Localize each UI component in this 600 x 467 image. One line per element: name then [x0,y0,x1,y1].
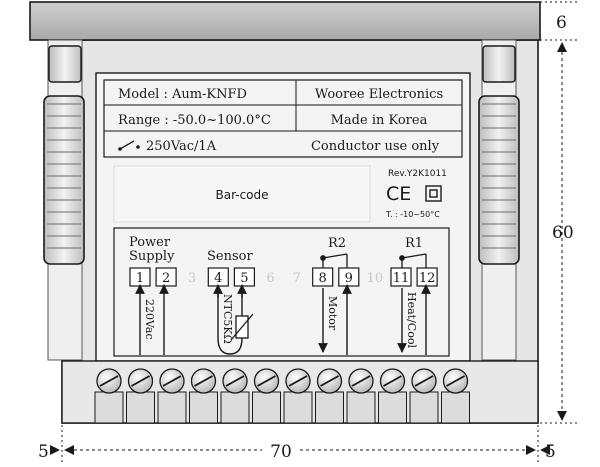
terminal-2: 2 [155,267,177,287]
ce-mark: CE [386,183,411,205]
terminal-screw [252,368,281,424]
maker-text: Wooree Electronics [315,87,443,102]
screw-row [94,368,470,424]
terminal-4: 4 [207,267,229,287]
r1-label: R1 [405,236,423,251]
barcode-area [113,165,371,223]
terminal-6: 6 [266,271,274,286]
revision-text: Rev.Y2K1011 [388,169,447,179]
terminal-11: 11 [390,267,412,287]
r2-relay-contact-icon [320,253,348,270]
terminal-5: 5 [233,267,255,287]
relay-rating-text: 250Vac/1A [146,139,217,154]
terminal-9: 9 [338,267,360,287]
made-in-text: Made in Korea [331,113,428,128]
thermistor-icon [230,313,254,341]
terminal-screw [94,368,124,424]
terminal-screw [441,368,470,424]
motor-wiring [318,284,352,355]
terminal-screw [157,368,187,424]
terminal-screw [126,368,155,424]
terminal-screw [409,368,439,424]
model-text: Model : Aum-KNFD [118,87,247,102]
terminal-8: 8 [312,267,334,287]
sensor-wiring [213,284,247,355]
terminal-10: 10 [367,271,384,286]
terminal-number-8: 8 [319,271,327,286]
terminal-number-3: 3 [188,271,196,286]
conductor-note-text: Conductor use only [311,139,440,154]
terminal-number-11: 11 [393,271,410,286]
terminal-12: 12 [416,267,438,287]
terminal-screw [378,368,407,424]
range-text: Range : -50.0~100.0°C [118,113,271,128]
r1-relay-contact-icon [399,253,427,270]
terminal-number-12: 12 [419,271,436,286]
sensor-spec-label: NTC5KΩ [221,294,234,344]
relay-switch-icon [118,140,140,151]
temp-range-text: T. : -10~50°C [385,210,440,219]
dimension-lines [61,1,578,462]
terminal-3: 3 [188,271,196,286]
dim-left-label: 5 [38,442,49,462]
heat-cool-wiring [397,284,431,355]
spec-table: Model : Aum-KNFD Wooree Electronics Rang… [103,79,463,158]
terminal-number-10: 10 [367,271,384,286]
terminal-number-9: 9 [345,271,353,286]
terminal-screw [189,368,218,424]
heat-cool-load-label: Heat/Cool [405,292,418,348]
dim-width-label: 70 [270,442,292,462]
power-supply-label-2: Supply [129,249,175,264]
housing-top-bar [29,1,541,41]
power-supply-label-1: Power [129,235,171,250]
terminal-screw [220,368,250,424]
dimension-arrows [50,42,567,455]
terminal-number-1: 1 [136,271,144,286]
right-mounting-post [478,39,520,361]
barcode-placeholder: Bar-code [215,188,268,202]
terminal-number-7: 7 [292,271,300,286]
wiring-diagram-box [113,227,450,357]
power-wiring [135,284,169,355]
double-insulation-icon [425,185,442,202]
terminal-number-4: 4 [214,271,222,286]
terminal-screw [346,368,376,424]
r2-label: R2 [328,236,346,251]
terminal-number-2: 2 [162,271,170,286]
dim-top-label: 6 [556,13,567,33]
left-mounting-post [43,39,85,361]
terminal-screw [283,368,313,424]
terminal-number-5: 5 [240,271,248,286]
sensor-label: Sensor [207,249,253,264]
terminal-1: 1 [129,267,151,287]
motor-load-label: Motor [326,296,339,331]
power-spec-label: 220Vac [143,299,156,340]
terminal-screw [315,368,344,424]
dim-height-label: 60 [552,223,574,243]
dim-right-label: 5 [545,442,556,462]
terminal-number-6: 6 [266,271,274,286]
terminal-7: 7 [292,271,300,286]
